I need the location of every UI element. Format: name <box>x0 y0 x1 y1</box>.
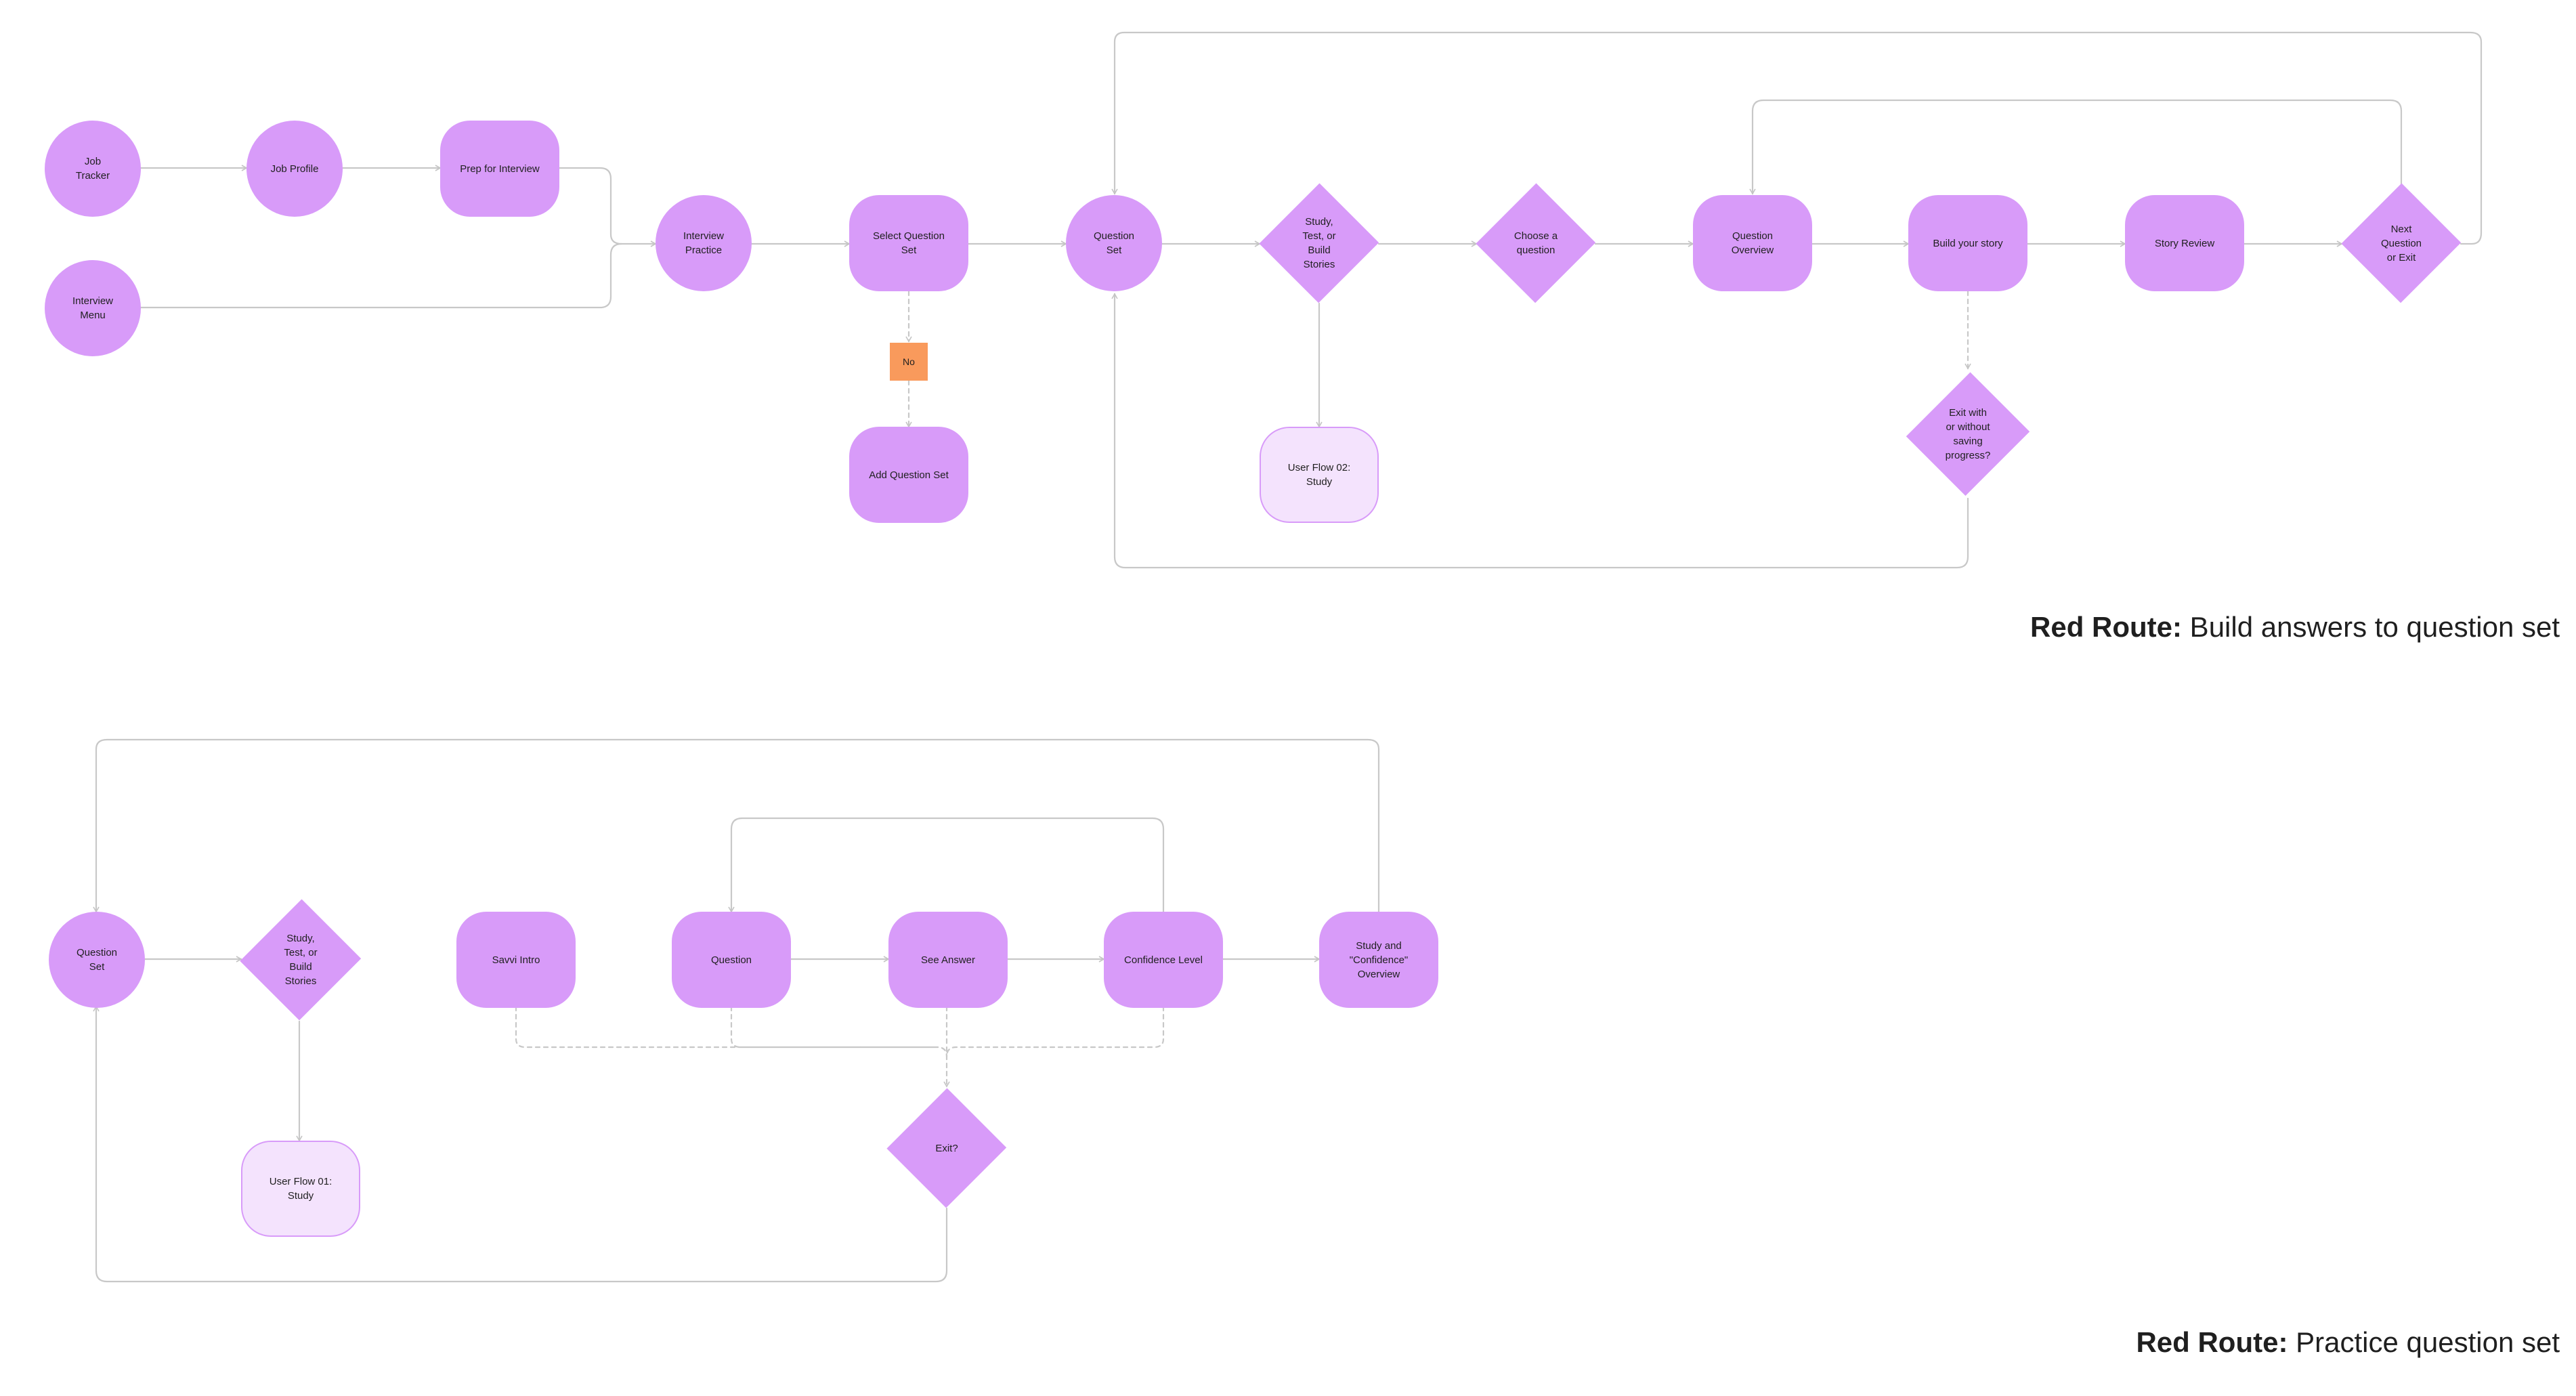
edge-exit-questionset <box>1111 293 1969 569</box>
decision-choose-question: Choose a question <box>1476 183 1595 303</box>
route-title-practice: Red Route: Practice question set <box>2136 1326 2560 1359</box>
node-interview-practice: Interview Practice <box>656 195 752 291</box>
node-label: Question <box>710 954 752 966</box>
route-title-text: Practice question set <box>2288 1326 2560 1358</box>
node-prep-for-interview: Prep for Interview <box>440 121 559 217</box>
edge2-overview-questionset-loop <box>93 738 1380 913</box>
route-title-bold: Red Route: <box>2030 611 2183 643</box>
node-question-set-2: Question Set <box>49 912 145 1008</box>
edge2-savvi-exit <box>515 1005 948 1058</box>
edge2-exit-questionset-loop <box>93 1005 948 1283</box>
node-build-your-story: Build your story <box>1908 195 2027 291</box>
node-select-question-set: Select Question Set <box>849 195 968 291</box>
node-label: See Answer <box>920 954 976 966</box>
node-label: Interview Practice <box>683 230 725 256</box>
edge-next-overview-loop <box>1749 99 2403 195</box>
node-question-overview: Question Overview <box>1693 195 1812 291</box>
node-confidence-level: Confidence Level <box>1104 912 1223 1008</box>
edge-prep-merge <box>558 167 657 247</box>
decision-study-test-build-2: Study, Test, or Build Stories <box>241 898 360 1021</box>
node-study-confidence-overview: Study and "Confidence" Overview <box>1319 912 1438 1008</box>
node-label: Interview Menu <box>72 295 114 321</box>
node-user-flow-01: User Flow 01: Study <box>241 1141 360 1237</box>
route-title-build-answers: Red Route: Build answers to question set <box>2030 611 2560 643</box>
edge-interviewmenu-merge <box>139 242 623 309</box>
node-label: Select Question Set <box>873 230 945 256</box>
node-label: Build your story <box>1933 237 2003 249</box>
decision-exit-saving: Exit with or without saving progress? <box>1908 370 2027 499</box>
node-label: Story Review <box>2154 237 2215 249</box>
node-question-set: Question Set <box>1066 195 1162 291</box>
node-question: Question <box>672 912 791 1008</box>
edge2-confidence-exit <box>945 1005 1165 1058</box>
route-title-text: Build answers to question set <box>2182 611 2560 643</box>
node-story-review: Story Review <box>2125 195 2244 291</box>
tag-label: No <box>903 356 915 367</box>
node-label: Question Set <box>76 947 118 973</box>
decision-tag-no: No <box>890 343 928 381</box>
node-see-answer: See Answer <box>888 912 1008 1008</box>
node-label: Question Set <box>1093 230 1135 256</box>
node-label: Study, Test, or Build Stories <box>284 933 318 987</box>
node-label: Next Question or Exit <box>2380 223 2422 263</box>
node-label: Confidence Level <box>1124 954 1203 966</box>
node-label: Study and "Confidence" Overview <box>1349 939 1409 980</box>
node-add-question-set: Add Question Set <box>849 427 968 523</box>
node-label: Add Question Set <box>869 469 949 481</box>
node-label: Job Tracker <box>75 156 110 182</box>
node-label: Choose a question <box>1514 230 1558 256</box>
node-label: Exit with or without saving progress? <box>1945 407 1991 461</box>
node-label: Question Overview <box>1731 230 1774 256</box>
route-title-bold: Red Route: <box>2136 1326 2288 1358</box>
node-label: User Flow 02: Study <box>1287 462 1351 488</box>
edge-next-questionset-loop <box>1111 31 2483 245</box>
node-label: Savvi Intro <box>492 954 540 966</box>
decision-next-question: Next Question or Exit <box>2342 183 2461 303</box>
node-job-tracker: Job Tracker <box>45 121 141 217</box>
node-label: Study, Test, or Build Stories <box>1302 216 1336 270</box>
decision-exit: Exit? <box>887 1088 1006 1208</box>
node-user-flow-02: User Flow 02: Study <box>1260 427 1379 523</box>
node-label: Prep for Interview <box>460 163 540 175</box>
edge2-confidence-question-loop <box>728 817 1165 913</box>
node-savvi-intro: Savvi Intro <box>456 912 576 1008</box>
node-label: User Flow 01: Study <box>269 1176 332 1202</box>
node-label: Job Profile <box>270 163 319 175</box>
node-label: Exit? <box>935 1142 958 1154</box>
node-interview-menu: Interview Menu <box>45 260 141 356</box>
edge2-question-exit <box>730 1005 939 1049</box>
decision-study-test-build: Study, Test, or Build Stories <box>1260 183 1379 303</box>
node-job-profile: Job Profile <box>246 121 343 217</box>
